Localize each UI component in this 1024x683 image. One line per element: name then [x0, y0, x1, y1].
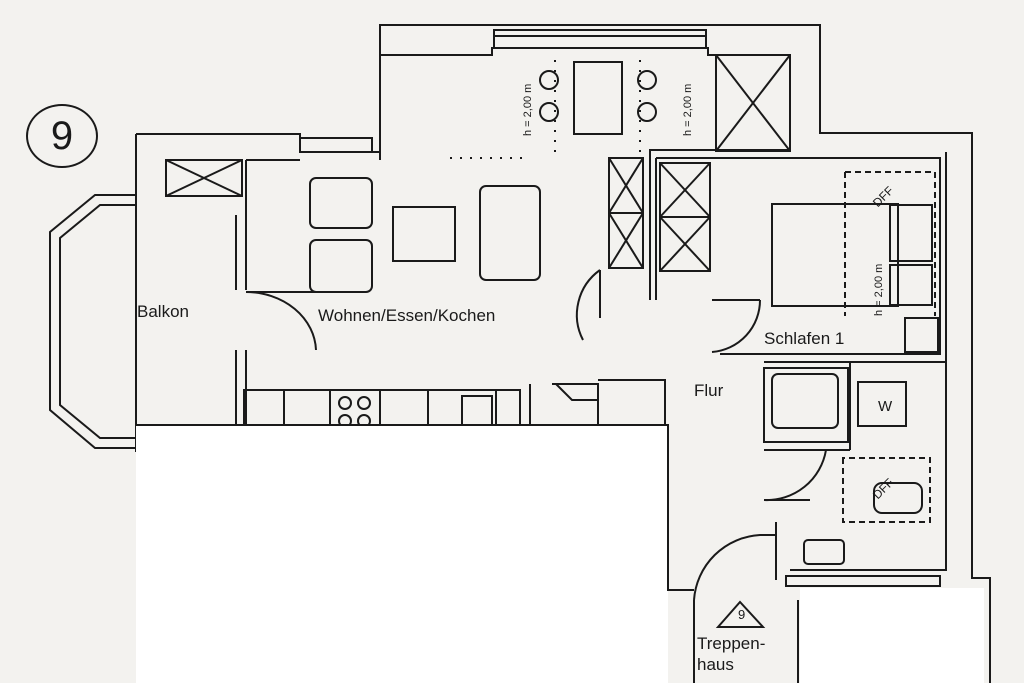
west-top-window — [299, 137, 373, 153]
height-label: h = 2,00 m — [873, 263, 885, 316]
blank-area-1 — [136, 425, 668, 683]
stair-label: Treppen- haus — [697, 633, 765, 675]
washer — [857, 381, 907, 427]
hall-door-2 — [711, 299, 762, 353]
room-label-balkon: Balkon — [137, 302, 189, 321]
inner-wall-north — [245, 47, 791, 300]
bedroom-wall — [655, 152, 947, 362]
sofa — [479, 185, 541, 281]
stair-sign — [715, 600, 766, 628]
balkon-door — [245, 291, 317, 351]
room-label-schlafen: Schlafen 1 — [764, 329, 845, 348]
room-label-flur: Flur — [694, 381, 724, 400]
nightstand-2 — [889, 264, 933, 306]
shaft-2 — [715, 54, 791, 152]
bath-sill — [785, 575, 941, 587]
north-window — [493, 29, 707, 49]
toilet — [873, 482, 923, 514]
nightstand-1 — [889, 204, 933, 262]
sink — [461, 395, 493, 427]
chair-2 — [309, 239, 373, 293]
bath-door — [763, 449, 827, 502]
bed — [771, 203, 899, 307]
balcony-inner — [59, 204, 136, 439]
chair-1 — [309, 177, 373, 229]
blank-area-1-edge — [136, 424, 694, 591]
washer-label: W — [878, 398, 893, 415]
stair-label-line2: haus — [697, 655, 734, 674]
shower-tray — [771, 373, 839, 429]
hall-door-1 — [575, 269, 601, 341]
shower — [763, 367, 849, 443]
blank-area-2 — [800, 588, 984, 683]
bath-wall — [764, 361, 947, 571]
living-west-wall — [235, 215, 247, 435]
room-label-wohnen: Wohnen/Essen/Kochen — [318, 306, 496, 325]
wash-basin — [803, 539, 845, 565]
dresser — [904, 317, 939, 353]
stair-number: 9 — [738, 607, 746, 622]
entrance-wall — [693, 522, 799, 683]
entrance-door — [693, 534, 776, 601]
stair-label-line1: Treppen- — [697, 634, 766, 653]
unit-number-badge: 9 — [26, 104, 98, 168]
island-block — [573, 61, 623, 135]
height-label: h = 2,00 m — [682, 83, 694, 136]
balcony-outline — [49, 194, 136, 449]
height-label: h = 2,00 m — [522, 83, 534, 136]
coffee-table — [392, 206, 456, 262]
shaft-1 — [165, 159, 243, 197]
